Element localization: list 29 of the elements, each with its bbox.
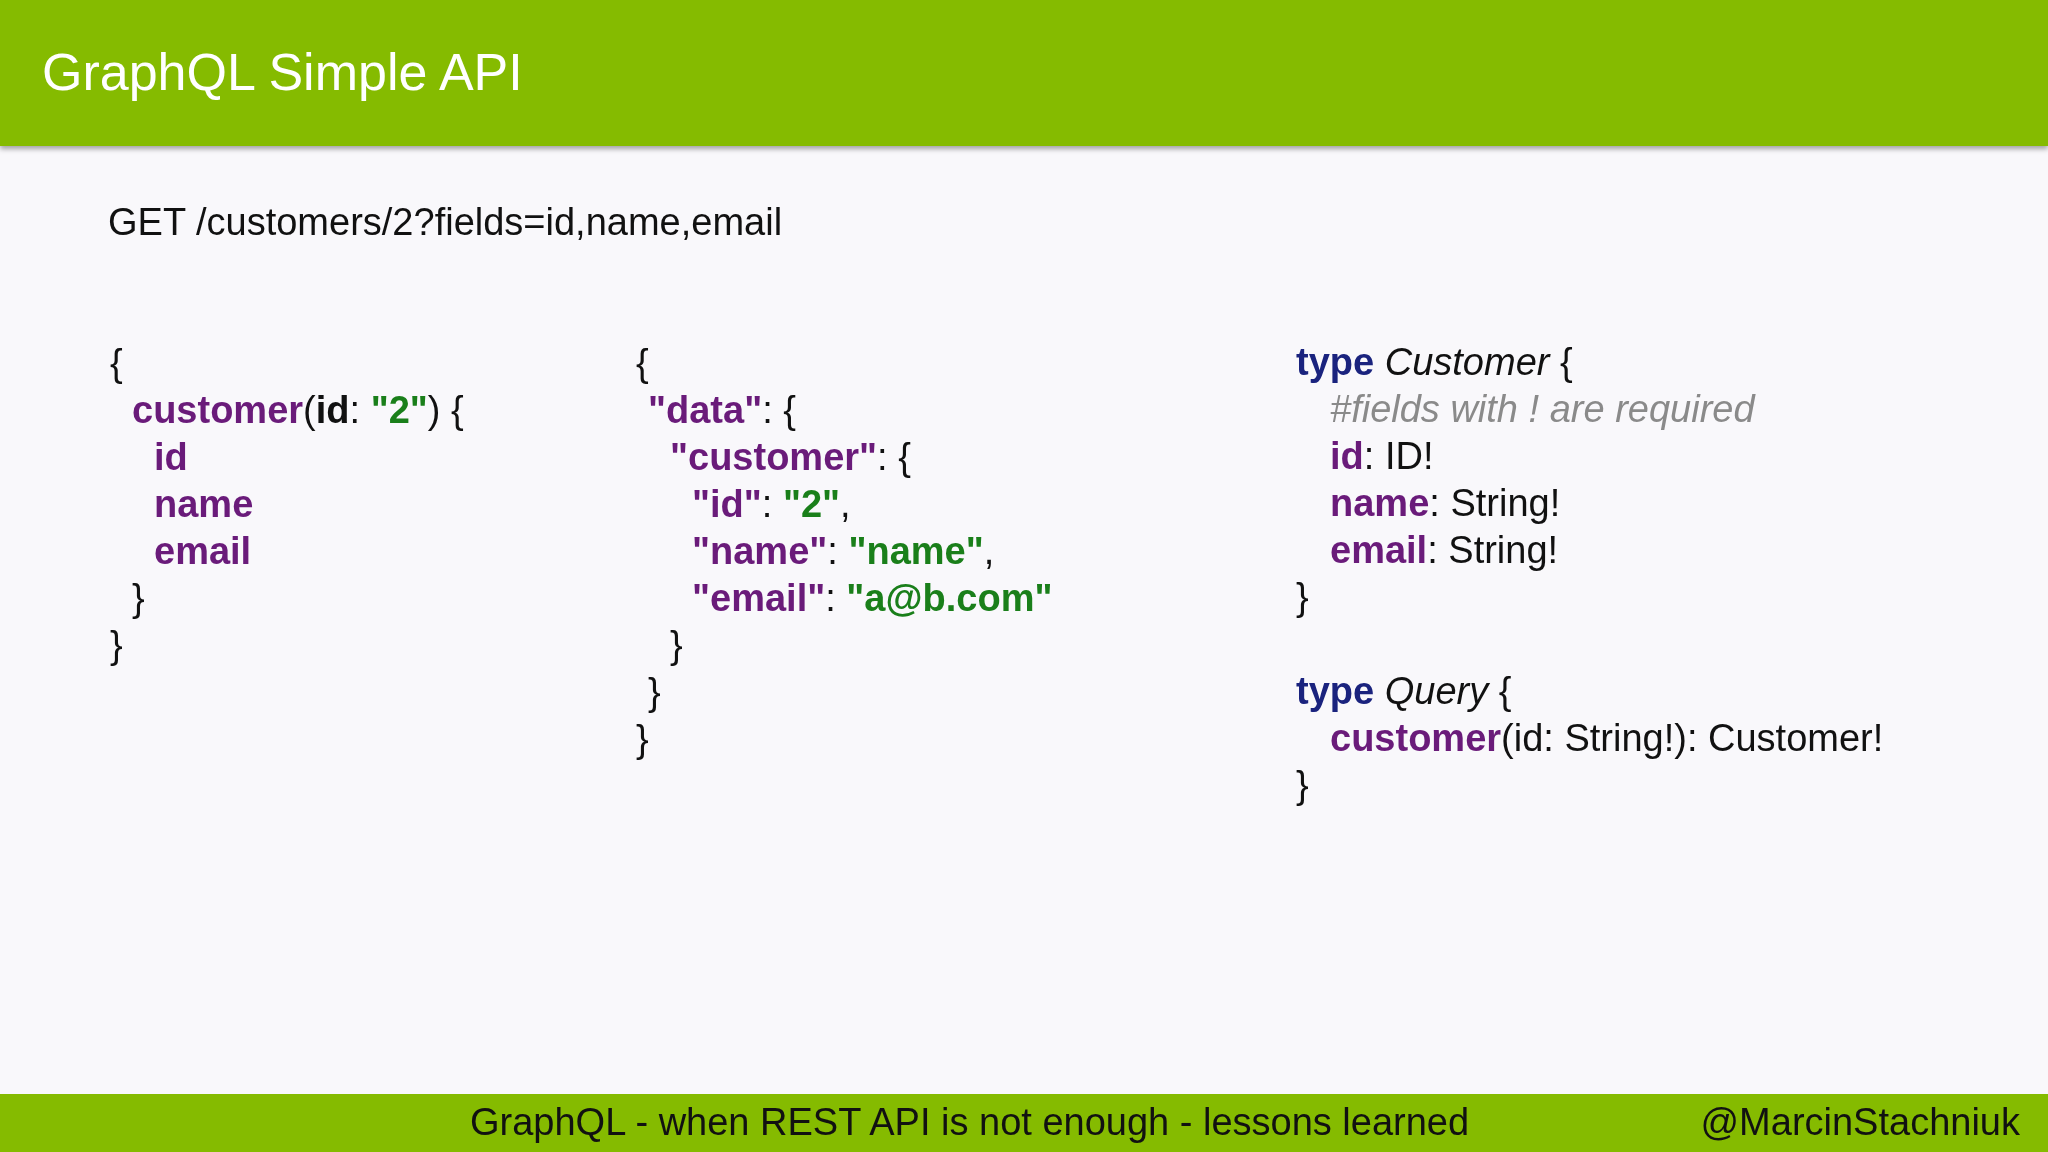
code-line: email <box>154 529 252 573</box>
code-line: } <box>670 623 683 667</box>
code-line: } <box>1296 763 1309 807</box>
code-line: } <box>110 623 123 667</box>
code-line: type Customer { <box>1296 340 1573 384</box>
code-line: name: String! <box>1330 481 1561 525</box>
footer-text: GraphQL - when REST API is not enough - lessons learned <box>470 1100 1470 1144</box>
code-line: name <box>154 482 254 526</box>
code-line: customer(id: "2") { <box>132 388 464 432</box>
code-line: "name": "name", <box>692 529 995 573</box>
code-line: type Query { <box>1296 669 1512 713</box>
code-line: id: ID! <box>1330 434 1434 478</box>
code-line: } <box>636 717 649 761</box>
author-handle: @MarcinStachniuk <box>1700 1100 2020 1144</box>
code-line: } <box>648 670 661 714</box>
code-line: "id": "2", <box>692 482 851 526</box>
slide-title: GraphQL Simple API <box>42 42 523 102</box>
code-line: { <box>110 341 123 385</box>
code-line: "email": "a@b.com" <box>692 576 1053 620</box>
code-line: { <box>636 341 649 385</box>
request-line: GET /customers/2?fields=id,name,email <box>108 200 783 244</box>
code-comment: #fields with ! are required <box>1330 387 1755 431</box>
code-line: } <box>1296 575 1309 619</box>
code-line: "data": { <box>648 388 796 432</box>
code-line: "customer": { <box>670 435 911 479</box>
code-line: } <box>132 576 145 620</box>
code-line: customer(id: String!): Customer! <box>1330 716 1884 760</box>
code-line: id <box>154 435 188 479</box>
code-line: email: String! <box>1330 528 1559 572</box>
